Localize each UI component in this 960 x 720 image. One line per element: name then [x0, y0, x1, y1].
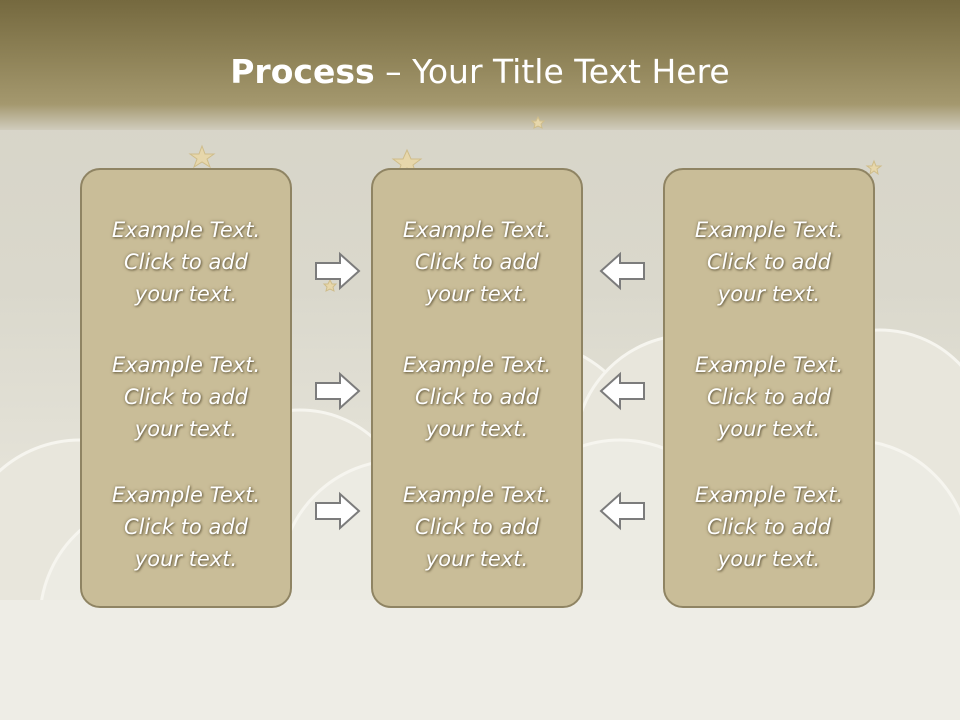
example-text-block[interactable]: Example Text. Click to add your text. — [82, 349, 290, 445]
left-arrow-icon — [599, 371, 645, 411]
text-line: your text. — [425, 417, 529, 441]
text-line: Click to add — [706, 250, 831, 274]
text-line: Click to add — [123, 385, 248, 409]
star-icon — [865, 159, 883, 176]
example-text-block[interactable]: Example Text. Click to add your text. — [665, 349, 873, 445]
text-line: Example Text. — [402, 218, 552, 242]
text-line: Example Text. — [111, 483, 261, 507]
example-text-block[interactable]: Example Text. Click to add your text. — [373, 349, 581, 445]
right-arrow-icon — [315, 491, 361, 531]
text-line: Example Text. — [402, 483, 552, 507]
example-text-block[interactable]: Example Text. Click to add your text. — [82, 479, 290, 575]
text-line: Click to add — [706, 515, 831, 539]
text-line: your text. — [134, 547, 238, 571]
example-text-block[interactable]: Example Text. Click to add your text. — [665, 214, 873, 310]
text-line: your text. — [425, 282, 529, 306]
text-line: your text. — [134, 417, 238, 441]
example-text-block[interactable]: Example Text. Click to add your text. — [82, 214, 290, 310]
example-text-block[interactable]: Example Text. Click to add your text. — [373, 479, 581, 575]
left-arrow-icon — [599, 251, 645, 291]
text-line: Example Text. — [694, 483, 844, 507]
right-arrow-icon — [315, 371, 361, 411]
text-line: Click to add — [414, 250, 539, 274]
text-line: your text. — [717, 547, 821, 571]
text-line: Click to add — [123, 250, 248, 274]
star-icon — [188, 144, 216, 169]
text-line: Example Text. — [694, 218, 844, 242]
text-line: Click to add — [706, 385, 831, 409]
text-line: Example Text. — [402, 353, 552, 377]
text-line: Example Text. — [111, 218, 261, 242]
title-rest: – Your Title Text Here — [374, 52, 730, 91]
example-text-block[interactable]: Example Text. Click to add your text. — [665, 479, 873, 575]
text-line: Example Text. — [111, 353, 261, 377]
text-line: Click to add — [414, 385, 539, 409]
text-line: your text. — [717, 282, 821, 306]
slide-title[interactable]: Process – Your Title Text Here — [0, 52, 960, 91]
title-bold: Process — [230, 52, 375, 91]
left-arrow-icon — [599, 491, 645, 531]
star-icon — [322, 278, 338, 292]
text-line: your text. — [425, 547, 529, 571]
example-text-block[interactable]: Example Text. Click to add your text. — [373, 214, 581, 310]
text-line: Example Text. — [694, 353, 844, 377]
right-arrow-icon — [315, 251, 361, 291]
text-line: your text. — [717, 417, 821, 441]
text-line: Click to add — [414, 515, 539, 539]
text-line: Click to add — [123, 515, 248, 539]
text-line: your text. — [134, 282, 238, 306]
header-band — [0, 0, 960, 130]
star-icon — [530, 115, 546, 129]
